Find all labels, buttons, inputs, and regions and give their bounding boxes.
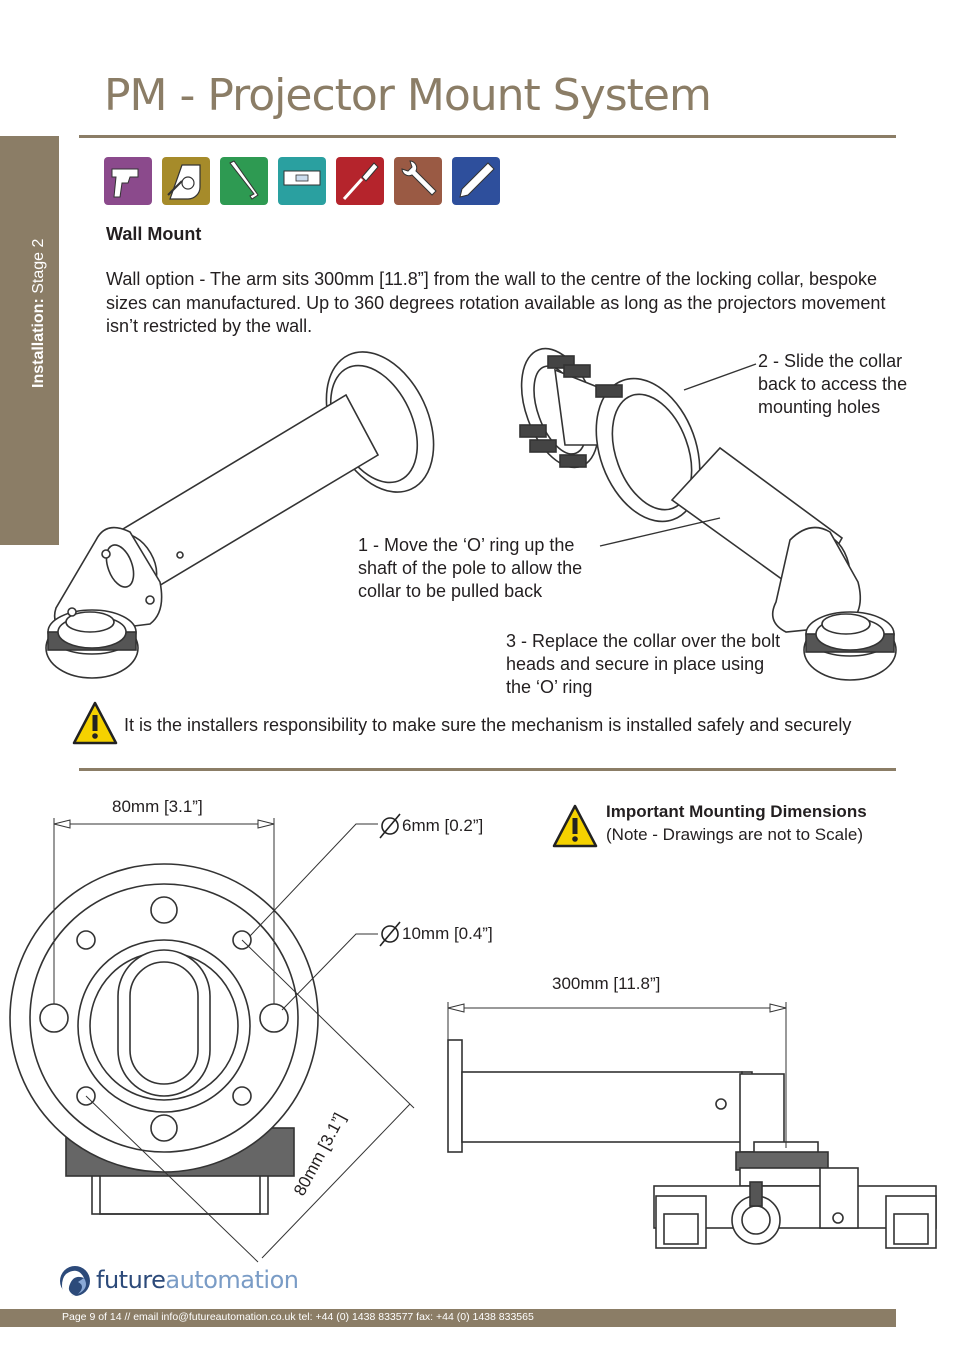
wall-mount-drawing-left <box>45 351 435 679</box>
front-view-dimension-lines <box>53 818 415 1263</box>
future-automation-logo-text: futureautomation <box>96 1266 299 1294</box>
section-divider <box>79 768 896 771</box>
footer-text: Page 9 of 14 // email info@futureautomat… <box>62 1311 534 1323</box>
footer-bar <box>0 1309 896 1327</box>
section-description: Wall option - The arm sits 300mm [11.8”]… <box>106 269 886 336</box>
drill-icon <box>104 157 152 205</box>
side-view-drawing <box>447 1039 937 1249</box>
logo-text-future: future <box>96 1266 166 1294</box>
dimensions-note: (Note - Drawings are not to Scale) <box>606 825 863 844</box>
side-view-dimension-lines <box>447 1002 787 1148</box>
dimension-hole-large-label: 10mm [0.4”] <box>402 924 493 943</box>
dimension-width-label: 80mm [3.1”] <box>112 797 203 816</box>
step-1-label: 1 - Move the ‘O’ ring up the shaft of th… <box>358 535 583 601</box>
section-heading: Wall Mount <box>106 224 202 244</box>
front-view-drawing <box>9 863 319 1215</box>
screwdriver-icon <box>336 157 384 205</box>
wall-mount-drawing-right <box>519 347 897 681</box>
spanner-icon <box>394 157 442 205</box>
dimensions-warning-icon <box>552 804 598 848</box>
warning-icon <box>72 701 118 745</box>
step-2-label: 2 - Slide the collar back to access the … <box>758 351 908 417</box>
dimension-hole-small-label: 6mm [0.2”] <box>402 816 484 835</box>
spirit-level-icon <box>278 157 326 205</box>
pencil-icon <box>452 157 500 205</box>
allen-key-icon <box>220 157 268 205</box>
page-title: PM - Projector Mount System <box>104 70 712 121</box>
logo-text-automation: automation <box>165 1266 299 1294</box>
warning-text: It is the installers responsibility to m… <box>124 715 852 735</box>
step-3-label: 3 - Replace the collar over the bolt hea… <box>506 631 781 697</box>
mounting-bolts <box>519 355 623 468</box>
sidebar-tab <box>0 136 59 545</box>
header-divider <box>79 135 896 138</box>
diameter-symbols <box>379 813 401 947</box>
dimension-arm-length-label: 300mm [11.8”] <box>552 974 661 993</box>
future-automation-logo-icon <box>58 1264 92 1298</box>
dimensions-heading: Important Mounting Dimensions <box>606 802 867 821</box>
tape-measure-icon <box>162 157 210 205</box>
